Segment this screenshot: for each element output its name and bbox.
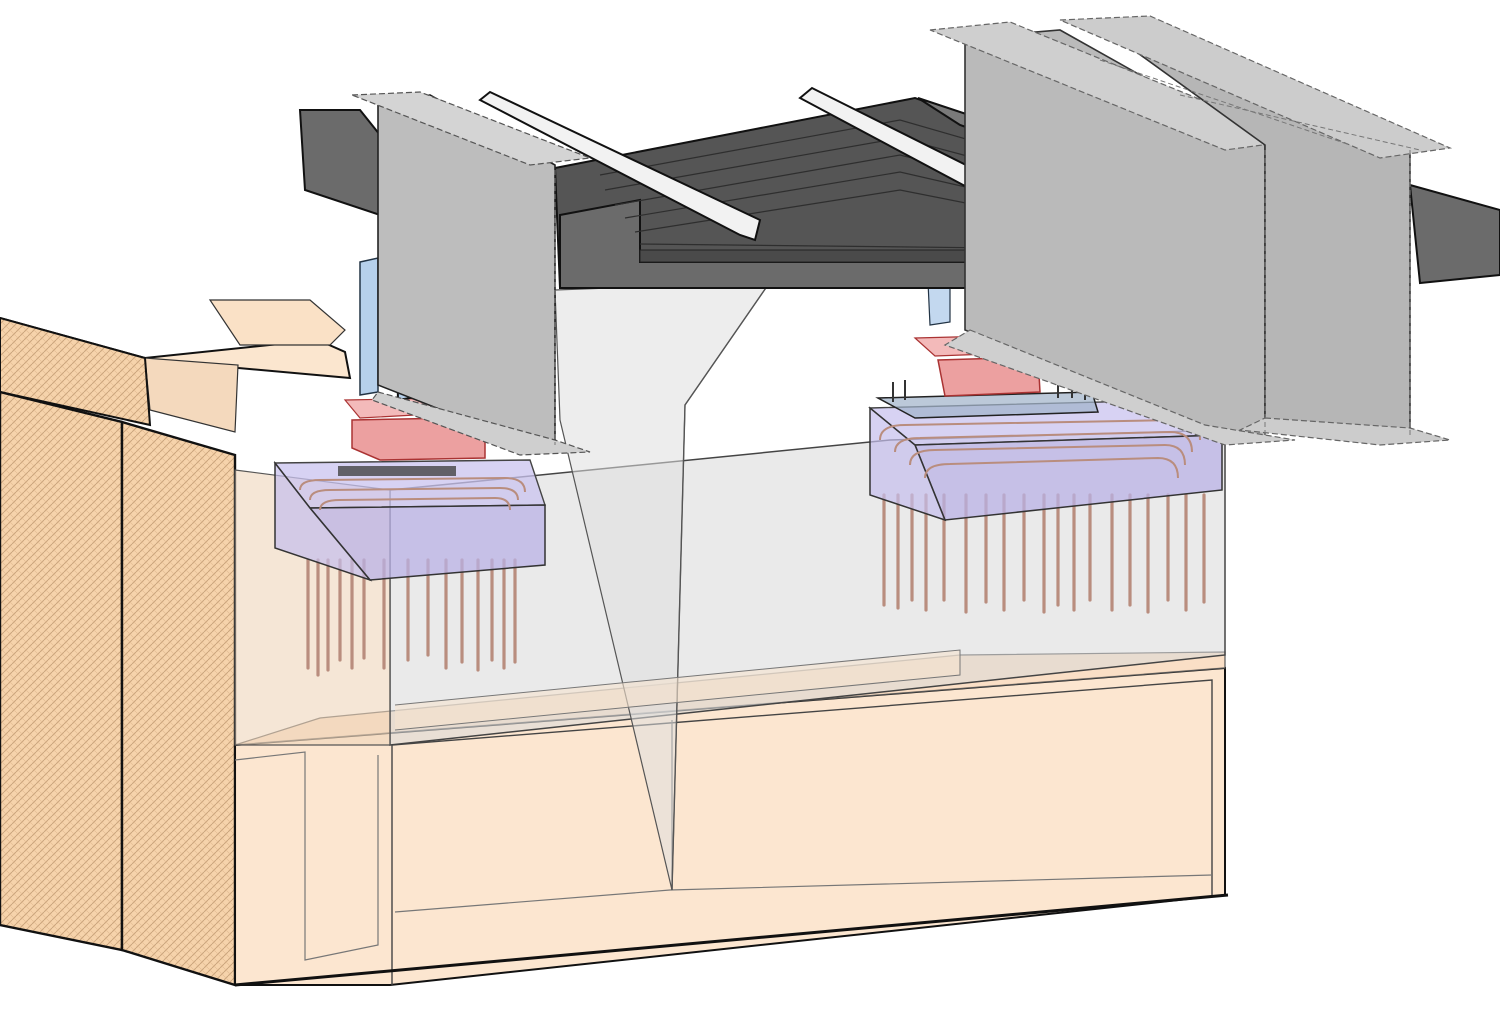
girder-far-top-flange [1059, 15, 1453, 159]
girder-rear-bottom-flange [943, 329, 1296, 446]
pier-base-left-notch [234, 751, 379, 961]
bearing-left-sole-plate [338, 466, 456, 476]
rail-left [478, 90, 762, 242]
bearing-right-base-frame [875, 391, 1099, 419]
rebar-piles-left [306, 558, 517, 677]
steel-girders [351, 15, 1453, 456]
girder-front-left-top-flange [351, 91, 591, 166]
bearing-left-guide-1 [359, 257, 379, 396]
abutment-front-face [0, 316, 152, 427]
pile-cap-right-side [869, 406, 947, 522]
pier-base-bottom-edge [234, 893, 1229, 987]
girder-front-left-bottom-flange [371, 391, 591, 456]
pier-base-inner-edge [391, 679, 1213, 985]
abutment-face-right [120, 420, 237, 987]
abutment-top-step [144, 357, 239, 433]
girder-stiffener-lines [554, 59, 1421, 445]
abutment-wall [0, 299, 352, 987]
pier-body-rail-seat [394, 649, 961, 731]
rebar-piles-right [882, 493, 1206, 614]
trough-left-cap [298, 109, 381, 217]
pier-body-edge [671, 281, 771, 891]
pier-base-inner-line [394, 874, 1213, 913]
girder-rear-top-flange [929, 21, 1303, 151]
trough-far-right-cap [1408, 183, 1500, 285]
abutment-face-left [0, 390, 124, 952]
pile-cap-left [273, 459, 546, 582]
pile-cap-left-rebar [299, 476, 526, 511]
pile-cap-left-side [274, 460, 373, 582]
abutment-cap-block [208, 299, 346, 346]
girder-far-bottom-flange [1237, 417, 1451, 446]
